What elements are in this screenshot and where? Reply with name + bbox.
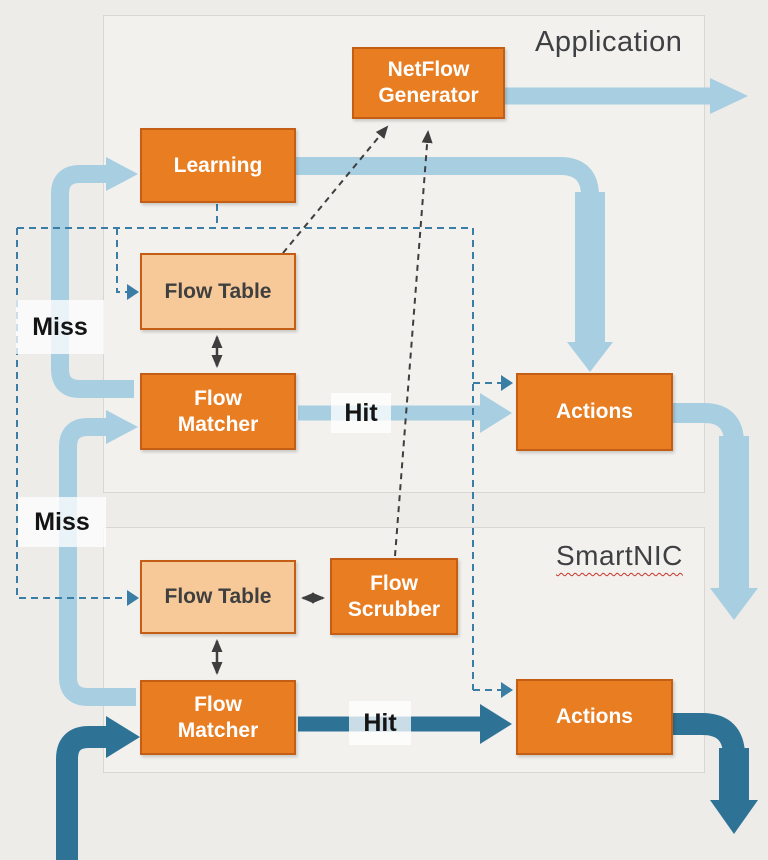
node-flow-table-app-label: Flow Table (164, 279, 272, 303)
node-netflow-generator: NetFlow Generator (352, 47, 505, 119)
node-flow-matcher-app-line2: Matcher (177, 412, 259, 436)
node-flow-matcher-app: Flow Matcher (140, 373, 296, 450)
miss-label-upper: Miss (16, 300, 104, 354)
hit-label-nic: Hit (349, 701, 411, 745)
arrowhead-into-actions-app (567, 342, 613, 372)
arrowhead-actions-app-down (710, 588, 758, 620)
arrowhead-netflow-out (710, 78, 748, 114)
arrowhead-into-flow-table-nic (127, 590, 139, 606)
arrowhead-into-nic-matcher (106, 716, 140, 758)
node-actions-nic-label: Actions (555, 705, 633, 728)
node-learning: Learning (140, 128, 296, 203)
arrowhead-into-flow-table-app (127, 284, 139, 300)
light-blue-arrowheads (106, 78, 758, 620)
arrowhead-into-learning (106, 157, 138, 191)
node-learning-label: Learning (173, 153, 263, 177)
double-arrows (211, 335, 325, 675)
arrowhead-hit-nic (480, 704, 512, 744)
dashed-black-lines (282, 125, 433, 557)
light-blue-arrows (51, 87, 749, 706)
arrowhead-hit-app (480, 393, 512, 433)
application-label: Application (535, 26, 683, 58)
node-flow-matcher-nic-line2: Matcher (177, 718, 259, 742)
arrowhead-bus-into-actions-app (501, 375, 513, 391)
edge-learning-to-actions (296, 157, 599, 197)
edge-miss-nic-to-app-matcher (59, 418, 136, 706)
node-flow-matcher-nic: Flow Matcher (140, 680, 296, 755)
node-actions-app: Actions (516, 373, 673, 451)
edge-scrubber-to-netflow (394, 130, 433, 557)
node-netflow-generator-line1: NetFlow (387, 58, 470, 81)
node-flow-table-app: Flow Table (140, 253, 296, 330)
arrowhead-bus-into-actions-nic (501, 682, 513, 698)
smartnic-label: SmartNIC (556, 540, 683, 571)
edge-packets-in (56, 726, 106, 860)
node-flow-matcher-nic-line1: Flow (194, 692, 242, 716)
edge-flow-table-to-netflow (282, 125, 389, 254)
hit-label-app: Hit (331, 393, 391, 433)
dark-blue-arrowheads (106, 704, 758, 834)
node-actions-app-label: Actions (555, 400, 633, 423)
dashed-blue-arrowheads (127, 284, 513, 698)
node-flow-table-nic-label: Flow Table (164, 585, 272, 608)
node-flow-matcher-app-line1: Flow (194, 386, 242, 410)
node-actions-nic: Actions (516, 679, 673, 755)
arrowhead-into-app-matcher (106, 410, 138, 444)
node-flow-scrubber: Flow Scrubber (330, 558, 458, 635)
bus-flow-table-app-branch (116, 228, 127, 293)
node-flow-scrubber-line2: Scrubber (347, 597, 441, 621)
miss-label-lower: Miss (18, 497, 106, 547)
node-netflow-generator-line2: Generator (378, 84, 479, 107)
node-flow-scrubber-line1: Flow (370, 571, 418, 595)
node-flow-table-nic: Flow Table (140, 560, 296, 634)
arrowhead-actions-nic-down (710, 800, 758, 834)
edge-miss-app-to-learning (51, 165, 134, 398)
